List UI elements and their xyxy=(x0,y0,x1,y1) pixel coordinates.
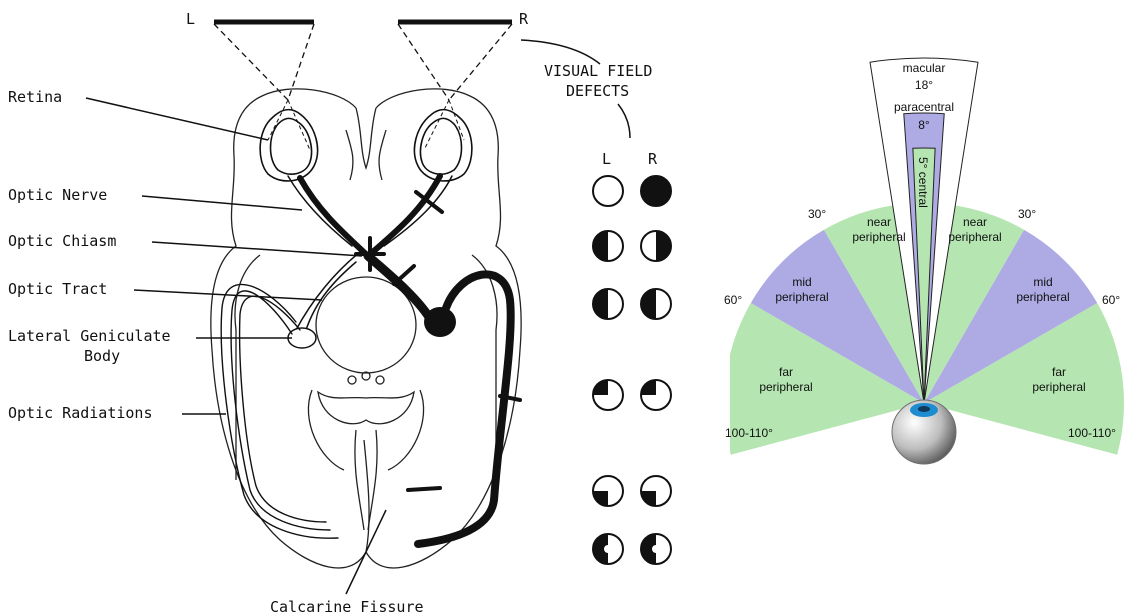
mid-left-label-2: peripheral xyxy=(775,290,828,304)
far-right-label-1: far xyxy=(1052,365,1066,379)
defect-circles xyxy=(593,176,671,564)
optic-tract-label: Optic Tract xyxy=(8,280,107,298)
defect-symbol-right xyxy=(641,380,671,410)
far-right-label-2: peripheral xyxy=(1032,380,1085,394)
central-label: 5° central xyxy=(916,157,930,208)
deg-100-left: 100-110° xyxy=(725,426,773,440)
mid-right-label-1: mid xyxy=(1033,275,1052,289)
defect-symbol-left xyxy=(593,534,623,564)
defect-symbol-right xyxy=(641,289,671,319)
macular-label: macular xyxy=(903,61,946,75)
defect-symbol-left xyxy=(593,176,623,206)
paracentral-degrees: 8° xyxy=(918,118,930,132)
defect-symbol-left xyxy=(593,476,623,506)
brain-outline xyxy=(211,89,521,568)
near-left-label-2: peripheral xyxy=(852,230,905,244)
right-field-label: R xyxy=(519,10,529,28)
defect-symbol-left xyxy=(593,380,623,410)
deg-60-left: 60° xyxy=(724,293,742,307)
deg-30-right: 30° xyxy=(1018,207,1036,221)
visual-pathway-diagram: L R xyxy=(0,0,710,616)
paracentral-label: paracentral xyxy=(894,100,954,114)
mid-left-label-1: mid xyxy=(792,275,811,289)
deg-100-right: 100-110° xyxy=(1068,426,1116,440)
deg-30-left: 30° xyxy=(808,207,826,221)
optic-nerve-label: Optic Nerve xyxy=(8,186,107,204)
defect-symbol-right xyxy=(641,231,671,261)
optic-chiasm-label: Optic Chiasm xyxy=(8,232,116,250)
retina-label: Retina xyxy=(8,88,62,106)
far-left-label-1: far xyxy=(779,365,793,379)
calcarine-fissure-label: Calcarine Fissure xyxy=(270,598,424,616)
visual-field-zones-diagram: macular 18° paracentral 8° 5° central ne… xyxy=(700,0,1129,616)
far-left-label-2: peripheral xyxy=(759,380,812,394)
mid-right-label-2: peripheral xyxy=(1016,290,1069,304)
defects-col-right: R xyxy=(648,150,658,168)
defect-symbol-left xyxy=(593,289,623,319)
lateral-geniculate-body-label: Body xyxy=(84,347,120,365)
right-eye xyxy=(414,100,471,181)
eyeball xyxy=(892,400,956,464)
right-visual-field xyxy=(398,22,512,100)
macular-degrees: 18° xyxy=(915,78,933,92)
defect-symbol-right xyxy=(641,534,671,564)
lateral-geniculate-label: Lateral Geniculate xyxy=(8,327,171,345)
near-left-label-1: near xyxy=(867,215,891,229)
deg-60-right: 60° xyxy=(1102,293,1120,307)
optic-radiations-label: Optic Radiations xyxy=(8,404,153,422)
defects-title-line2: DEFECTS xyxy=(566,82,629,100)
left-eye xyxy=(260,100,317,181)
defects-title-line1: VISUAL FIELD xyxy=(544,62,652,80)
near-right-label-1: near xyxy=(963,215,987,229)
near-right-label-2: peripheral xyxy=(948,230,1001,244)
defect-symbol-right xyxy=(641,176,671,206)
optic-pathways xyxy=(221,176,510,544)
defect-symbol-left xyxy=(593,231,623,261)
defect-symbol-right xyxy=(641,476,671,506)
left-field-label: L xyxy=(186,10,195,28)
defects-col-left: L xyxy=(602,150,611,168)
